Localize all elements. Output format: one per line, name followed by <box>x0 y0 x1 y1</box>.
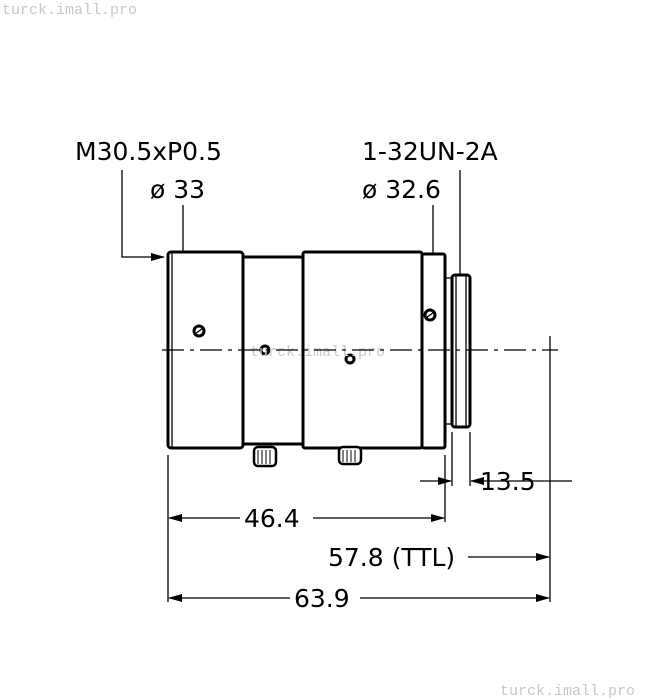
dimension-lines <box>168 477 572 602</box>
screw-icon <box>192 324 206 338</box>
knob-icon <box>252 445 278 468</box>
screw-icon <box>423 308 437 322</box>
front-diameter-label: ø 33 <box>150 175 205 204</box>
mount-thread-label: 1-32UN-2A <box>362 137 498 166</box>
dim-ttl: 57.8 (TTL) <box>328 543 455 572</box>
dim-total-length: 63.9 <box>294 584 350 613</box>
hole-icon <box>344 353 356 365</box>
mount-diameter-label: ø 32.6 <box>362 175 441 204</box>
dim-mount-length: 13.5 <box>480 467 536 496</box>
watermark-bottom: turck.imall.pro <box>500 683 635 700</box>
knob-icon <box>337 445 363 466</box>
mount-thread <box>450 273 472 429</box>
dim-body-length: 46.4 <box>244 504 300 533</box>
watermark-center: turck.imall.pro <box>250 344 385 361</box>
leaders <box>121 170 461 274</box>
front-thread-label: M30.5xP0.5 <box>75 137 222 166</box>
watermark-top: turck.imall.pro <box>2 2 137 19</box>
